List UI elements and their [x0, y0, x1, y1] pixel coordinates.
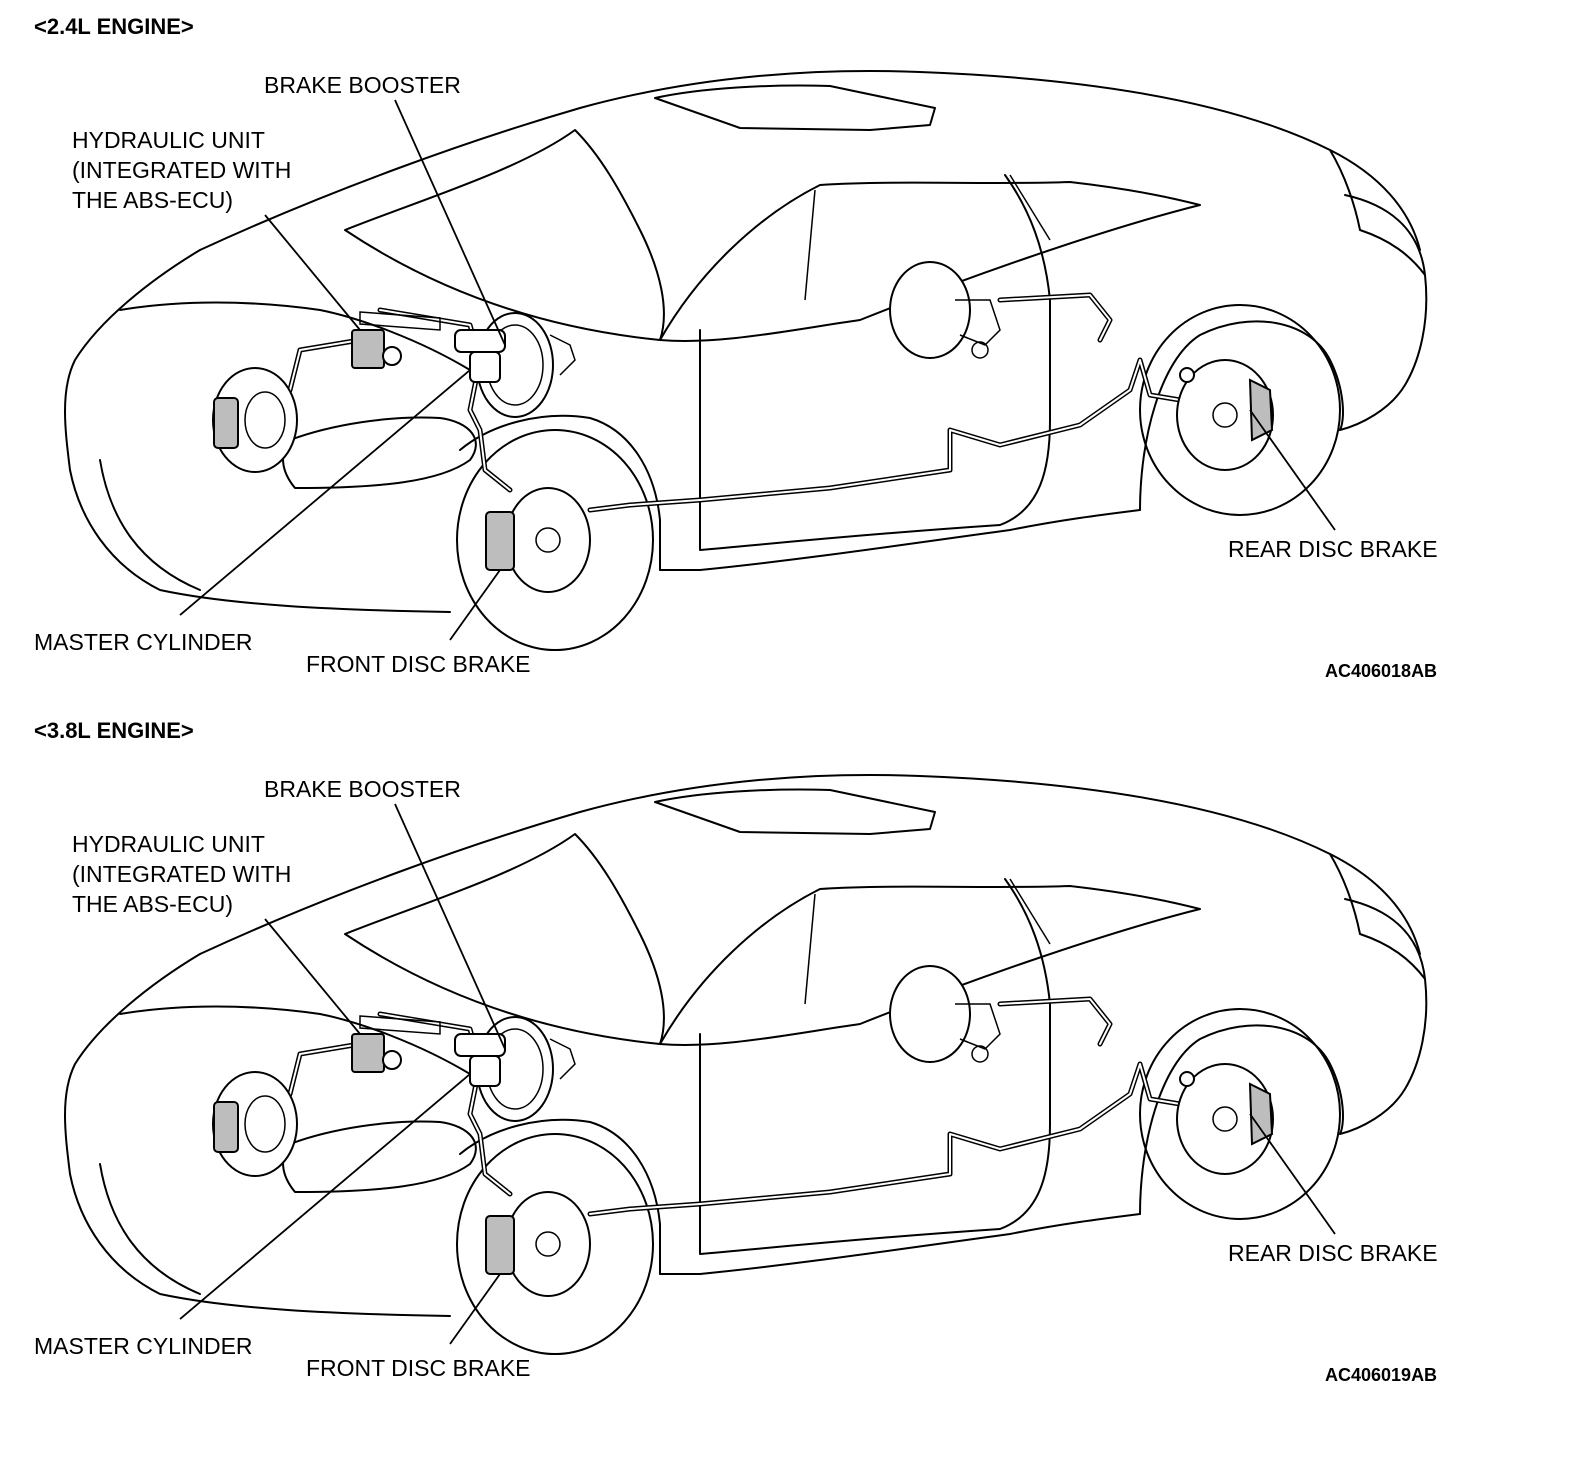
label-rear-disc-brake: REAR DISC BRAKE [1228, 536, 1438, 562]
front-disc-brake-component [485, 1191, 591, 1297]
brake-lines [277, 996, 1183, 1217]
label-hydraulic-unit-line3: THE ABS-ECU) [72, 891, 233, 917]
rear-disc-brake-component [1176, 1063, 1274, 1175]
diagram-panel-2-4l: <2.4L ENGINE> [34, 14, 1438, 681]
rear-knuckle-component [889, 261, 1001, 359]
front-wheel [456, 1133, 654, 1355]
label-master-cylinder: MASTER CYLINDER [34, 1333, 253, 1359]
hydraulic-unit-component [351, 311, 441, 369]
label-front-disc-brake: FRONT DISC BRAKE [306, 1355, 531, 1381]
left-front-brake-component [212, 367, 298, 473]
label-master-cylinder: MASTER CYLINDER [34, 629, 253, 655]
brake-lines [277, 292, 1183, 513]
leader-lines [179, 803, 1336, 1345]
rear-knuckle-component [889, 965, 1001, 1063]
label-brake-booster: BRAKE BOOSTER [264, 72, 461, 98]
master-cylinder-component [454, 329, 506, 383]
car-body-outline [64, 773, 1428, 1317]
hydraulic-unit-component [351, 1015, 441, 1073]
label-front-disc-brake: FRONT DISC BRAKE [306, 651, 531, 677]
label-rear-disc-brake: REAR DISC BRAKE [1228, 1240, 1438, 1266]
master-cylinder-component [454, 1033, 506, 1087]
rear-wheel [1139, 1008, 1341, 1220]
diagram-panel-3-8l: <3.8L ENGINE> [0, 704, 1584, 1438]
figure-code: AC406018AB [1325, 661, 1437, 681]
label-hydraulic-unit-line2: (INTEGRATED WITH [72, 861, 291, 887]
brake-system-diagram: <3.8L ENGINE> [34, 718, 1438, 1385]
label-hydraulic-unit-line1: HYDRAULIC UNIT [72, 127, 265, 153]
left-front-brake-component [212, 1071, 298, 1177]
front-disc-brake-component [485, 487, 591, 593]
engine-heading: <3.8L ENGINE> [34, 718, 194, 743]
brake-system-diagram: <2.4L ENGINE> [34, 14, 1438, 681]
leader-lines [179, 99, 1336, 641]
label-hydraulic-unit-line1: HYDRAULIC UNIT [72, 831, 265, 857]
label-brake-booster: BRAKE BOOSTER [264, 776, 461, 802]
car-body-outline [64, 69, 1428, 613]
label-hydraulic-unit-line2: (INTEGRATED WITH [72, 157, 291, 183]
rear-disc-brake-component [1176, 359, 1274, 471]
rear-wheel [1139, 304, 1341, 516]
engine-heading: <2.4L ENGINE> [34, 14, 194, 39]
figure-code: AC406019AB [1325, 1365, 1437, 1385]
front-wheel [456, 429, 654, 651]
label-hydraulic-unit-line3: THE ABS-ECU) [72, 187, 233, 213]
